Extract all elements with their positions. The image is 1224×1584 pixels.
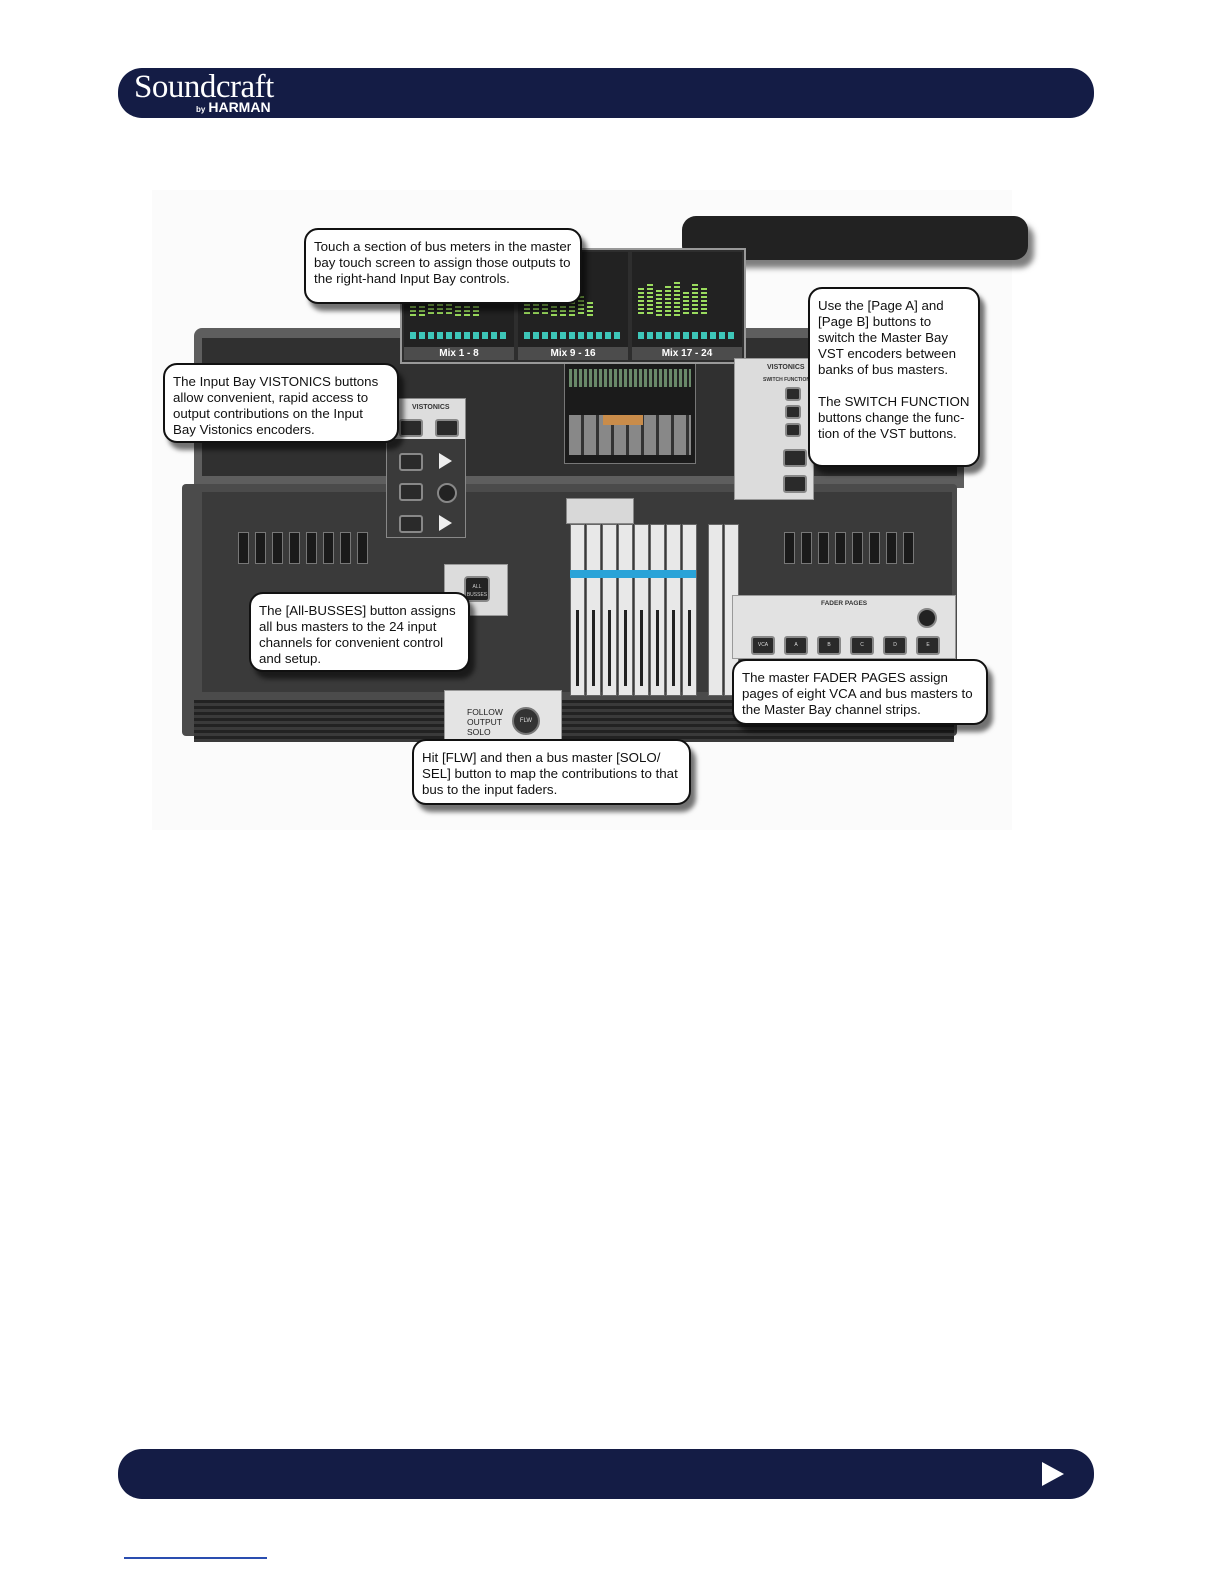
fader-pages-round-button[interactable] bbox=[917, 608, 937, 628]
channel-strip bbox=[340, 532, 351, 564]
all-busses-button[interactable]: ALL BUSSES bbox=[464, 576, 490, 602]
channel-strip bbox=[289, 532, 300, 564]
callout-page-buttons-p1: Use the [Page A] and [Page B] buttons to… bbox=[818, 298, 956, 377]
play-icon bbox=[439, 453, 452, 469]
vistonics-button[interactable] bbox=[399, 483, 423, 501]
fos-label-line: FOLLOW bbox=[467, 707, 503, 717]
switch-function-title: SWITCH FUNCTION bbox=[763, 377, 810, 383]
callout-fader-pages: The master FADER PAGES assign pages of e… bbox=[732, 659, 988, 725]
channel-strip bbox=[306, 532, 317, 564]
play-icon bbox=[439, 515, 452, 531]
flw-button[interactable]: FLW bbox=[512, 707, 540, 735]
fader-page-button[interactable]: VCA bbox=[751, 636, 775, 655]
fader[interactable] bbox=[576, 610, 579, 686]
fader-pages-title: FADER PAGES bbox=[821, 600, 868, 607]
meter-label: Mix 9 - 16 bbox=[518, 347, 628, 360]
fader-page-button[interactable]: A bbox=[784, 636, 808, 655]
channel-strip bbox=[323, 532, 334, 564]
fader-page-button[interactable]: E bbox=[916, 636, 940, 655]
vistonics-panel: VISTONICS bbox=[386, 398, 466, 538]
callout-page-buttons: Use the [Page A] and [Page B] buttons to… bbox=[808, 287, 980, 467]
fader[interactable] bbox=[688, 610, 691, 686]
callout-all-busses: The [All-BUSSES] button assigns all bus … bbox=[249, 592, 470, 672]
callout-vistonics: The Input Bay VISTONICS buttons allow co… bbox=[163, 363, 399, 443]
switch-function-panel: VISTONICS SWITCH FUNCTION bbox=[734, 358, 814, 500]
vistonics-button[interactable] bbox=[435, 419, 459, 437]
follow-output-solo-panel: FOLLOW OUTPUT SOLO FLW bbox=[444, 690, 562, 742]
vistonics-button[interactable] bbox=[399, 453, 423, 471]
vistonics-button[interactable] bbox=[399, 419, 423, 437]
vistonics-round-button[interactable] bbox=[437, 483, 457, 503]
channel-strip bbox=[886, 532, 897, 564]
master-touch-screen[interactable] bbox=[564, 362, 696, 464]
channel-strip bbox=[255, 532, 266, 564]
next-page-arrow-icon[interactable] bbox=[1042, 1462, 1064, 1486]
channel-strip bbox=[852, 532, 863, 564]
fader-page-button[interactable]: D bbox=[883, 636, 907, 655]
meter-section-mix3[interactable]: Mix 17 - 24 bbox=[632, 252, 742, 360]
channel-strip bbox=[818, 532, 829, 564]
meter-label: Mix 17 - 24 bbox=[632, 347, 742, 360]
fader[interactable] bbox=[640, 610, 643, 686]
fos-label-line: SOLO bbox=[467, 727, 491, 737]
switch-function-button[interactable] bbox=[785, 423, 801, 437]
switch-function-button[interactable] bbox=[785, 387, 801, 401]
fos-label-line: OUTPUT bbox=[467, 717, 502, 727]
channel-strip bbox=[903, 532, 914, 564]
fader-pages-panel: FADER PAGES VCA A B C D E bbox=[732, 595, 956, 659]
channel-strip bbox=[784, 532, 795, 564]
vistonics-title: VISTONICS bbox=[412, 404, 450, 411]
switch-function-button[interactable] bbox=[785, 405, 801, 419]
callout-flw: Hit [FLW] and then a bus master [SOLO/ S… bbox=[412, 739, 691, 805]
footer-link-underline[interactable] bbox=[124, 1557, 267, 1559]
meter-label: Mix 1 - 8 bbox=[404, 347, 514, 360]
channel-strip bbox=[357, 532, 368, 564]
master-vistonics-title: VISTONICS bbox=[767, 364, 805, 371]
channel-strip bbox=[835, 532, 846, 564]
channel-strip bbox=[869, 532, 880, 564]
channel-strip bbox=[238, 532, 249, 564]
callout-page-buttons-p2: The SWITCH FUNCTION buttons change the f… bbox=[818, 394, 970, 441]
footer-bar bbox=[118, 1449, 1094, 1499]
fader[interactable] bbox=[608, 610, 611, 686]
channel-strip bbox=[801, 532, 812, 564]
fader[interactable] bbox=[624, 610, 627, 686]
channel-strip bbox=[272, 532, 283, 564]
fader[interactable] bbox=[672, 610, 675, 686]
fader[interactable] bbox=[592, 610, 595, 686]
brand-logo: Soundcraft bbox=[134, 69, 274, 105]
page-a-button[interactable] bbox=[783, 449, 807, 467]
console-figure: Mix 1 - 8 Mix 9 - 16 Mix 17 - 24 VISTONI… bbox=[152, 190, 1028, 830]
page-b-button[interactable] bbox=[783, 475, 807, 493]
fader[interactable] bbox=[656, 610, 659, 686]
master-strip bbox=[708, 524, 723, 696]
strip-display bbox=[570, 570, 696, 578]
callout-bus-meters: Touch a section of bus meters in the mas… bbox=[304, 228, 582, 304]
master-bay-header bbox=[566, 498, 634, 524]
vistonics-button[interactable] bbox=[399, 515, 423, 533]
fader-page-button[interactable]: C bbox=[850, 636, 874, 655]
fader-page-button[interactable]: B bbox=[817, 636, 841, 655]
